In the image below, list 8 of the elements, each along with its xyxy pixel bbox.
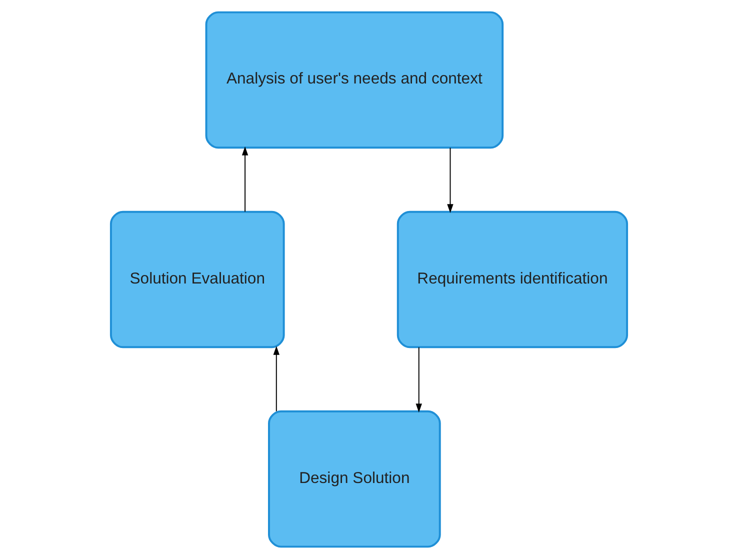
arrow — [446, 147, 453, 214]
node-box: Design Solution — [268, 410, 440, 548]
arrow — [415, 346, 422, 413]
node-box: Requirements identification — [396, 210, 628, 348]
node-box: Analysis of user's needs and context — [204, 11, 504, 149]
arrow — [272, 346, 280, 412]
node-box: Solution Evaluation — [109, 210, 284, 348]
arrow — [241, 146, 248, 212]
